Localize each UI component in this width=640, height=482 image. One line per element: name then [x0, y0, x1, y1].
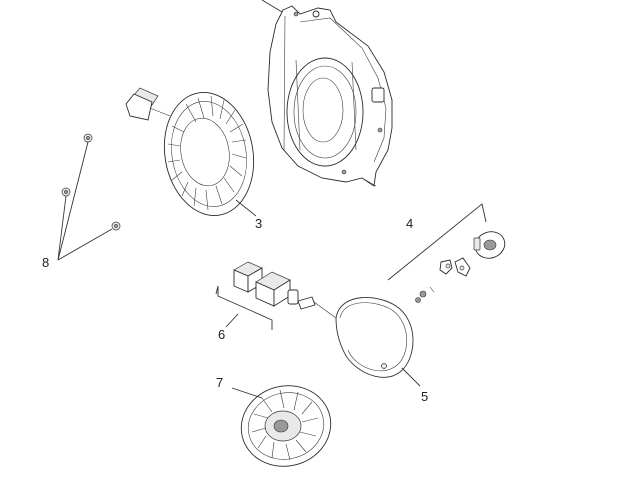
- callout-3: 3: [255, 216, 262, 231]
- screw-1: [83, 133, 93, 143]
- screw-3: [111, 221, 121, 231]
- callout-5: 5: [421, 389, 428, 404]
- callout-4: 4: [406, 216, 413, 231]
- recoil-starter: 3: [125, 87, 262, 231]
- screws: 8: [42, 133, 121, 270]
- callout-7: 7: [216, 375, 223, 390]
- handle-kit: 6: [215, 261, 299, 342]
- pawl-springs: [415, 286, 435, 303]
- handle-grip: [255, 271, 299, 307]
- pawl-cam: [473, 231, 506, 259]
- callout-6: 6: [218, 327, 225, 342]
- blower-housing: [261, 0, 393, 187]
- pawl-parts: [439, 257, 471, 277]
- screw-2: [61, 187, 71, 197]
- callout-8: 8: [42, 255, 49, 270]
- pawl-kit: 4: [387, 203, 506, 303]
- recoil-spring: 5: [297, 296, 428, 404]
- pulley: 7: [216, 375, 332, 467]
